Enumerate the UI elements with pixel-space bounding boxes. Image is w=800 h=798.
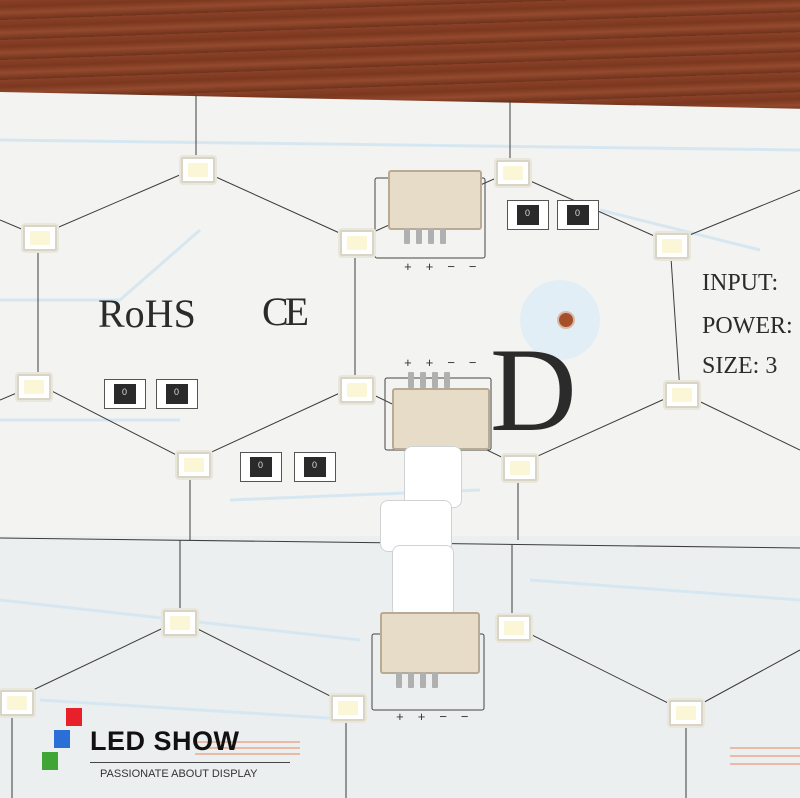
polarity-label-top: + + − − xyxy=(404,260,480,275)
rohs-mark: RoHS xyxy=(98,291,196,336)
smd-resistor xyxy=(104,379,146,409)
watermark-divider xyxy=(90,762,290,763)
smd-led xyxy=(163,610,197,636)
cable-upper xyxy=(404,446,462,508)
smd-resistor xyxy=(507,200,549,230)
watermark-brand: LED SHOW xyxy=(90,726,240,756)
connector-bottom xyxy=(380,612,480,674)
spec-power-label: POWER: xyxy=(702,313,793,339)
smd-led xyxy=(665,382,699,408)
smd-resistor xyxy=(156,379,198,409)
cable-bend xyxy=(380,500,452,552)
wooden-table xyxy=(0,0,800,110)
connector-bottom-pins xyxy=(396,672,438,688)
smd-led xyxy=(331,695,365,721)
smd-led xyxy=(655,233,689,259)
smd-led xyxy=(181,157,215,183)
spec-size-label: SIZE: 3 xyxy=(702,353,778,379)
smd-resistor xyxy=(240,452,282,482)
smd-led xyxy=(503,455,537,481)
smd-led xyxy=(669,700,703,726)
watermark-logo: LED SHOW PASSIONATE ABOUT DISPLAY xyxy=(40,706,300,796)
smd-led xyxy=(497,615,531,641)
smd-led xyxy=(23,225,57,251)
ce-mark: CE xyxy=(262,289,309,334)
connector-middle-pins xyxy=(408,372,450,388)
polarity-label-bottom: + + − − xyxy=(396,710,472,725)
connector-top xyxy=(388,170,482,230)
connector-middle xyxy=(392,388,490,450)
connector-top-pins xyxy=(404,228,446,244)
model-letter: D xyxy=(490,323,577,456)
smd-led xyxy=(496,160,530,186)
green-cube-icon xyxy=(42,752,58,770)
smd-led xyxy=(340,377,374,403)
mounting-hole xyxy=(557,311,575,329)
smd-led xyxy=(17,374,51,400)
watermark-tagline: PASSIONATE ABOUT DISPLAY xyxy=(100,768,258,780)
smd-led xyxy=(340,230,374,256)
smd-led xyxy=(177,452,211,478)
smd-resistor xyxy=(557,200,599,230)
cable-lower xyxy=(392,545,454,617)
red-cube-icon xyxy=(66,708,82,726)
smd-resistor xyxy=(294,452,336,482)
smd-led xyxy=(0,690,34,716)
spec-input-label: INPUT: xyxy=(702,270,779,296)
blue-cube-icon xyxy=(54,730,70,748)
polarity-label-middle: + + − − xyxy=(404,356,480,371)
